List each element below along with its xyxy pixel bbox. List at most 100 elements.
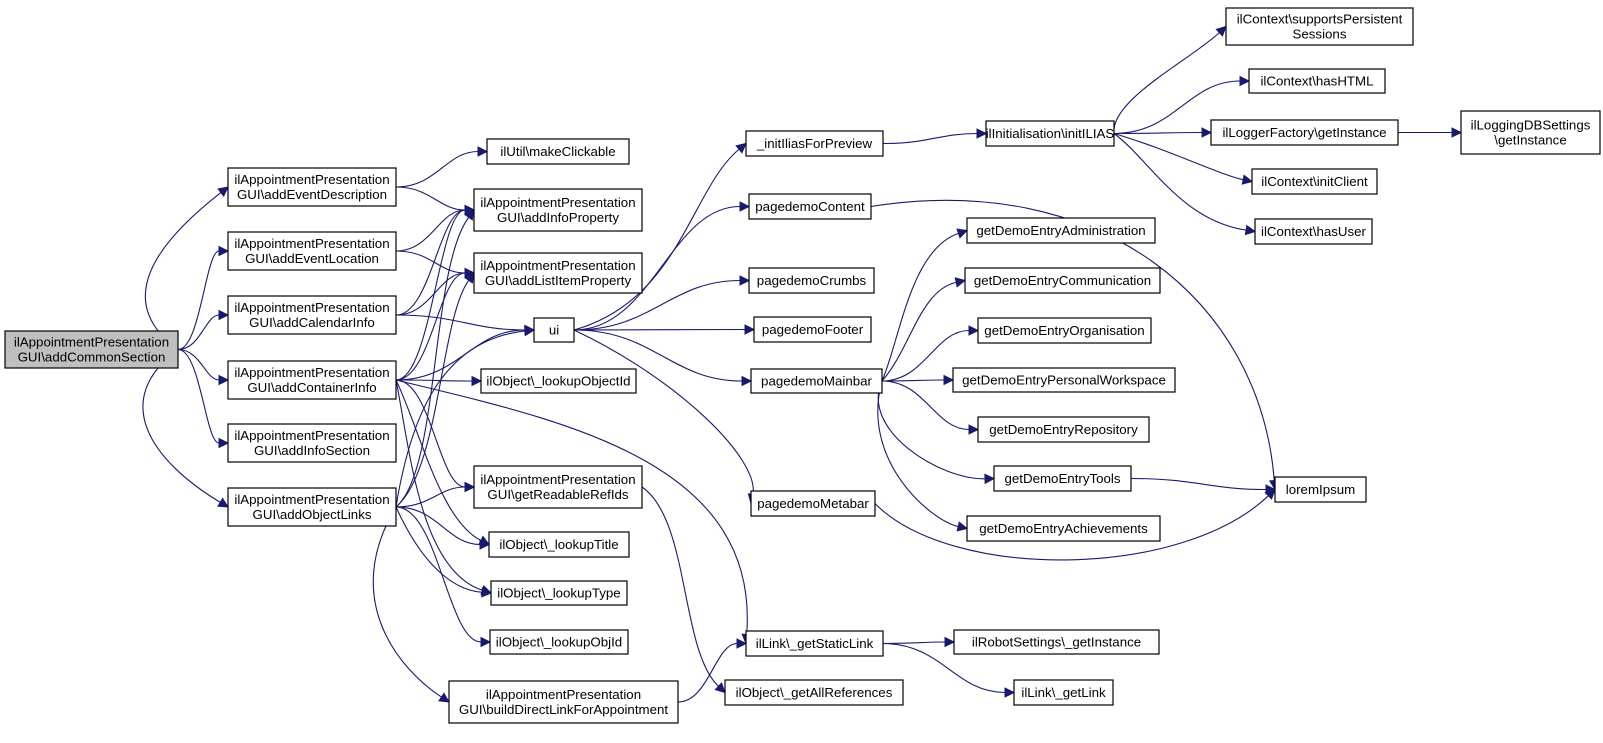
node-getDemoEntryTools[interactable]: getDemoEntryTools bbox=[993, 465, 1132, 492]
edge-line bbox=[395, 186, 466, 211]
node-label: GUI\addInfoProperty bbox=[497, 210, 619, 225]
node-initIliasForPreview[interactable]: _initIliasForPreview bbox=[745, 130, 884, 157]
arrowhead bbox=[739, 275, 751, 286]
node-hasUser[interactable]: ilContext\hasUser bbox=[1254, 218, 1373, 245]
edge-line bbox=[395, 272, 466, 381]
node-getStaticLink[interactable]: ilLink\_getStaticLink bbox=[745, 630, 884, 657]
arrowhead bbox=[217, 497, 229, 508]
edge-initILIAS-to-hasUser bbox=[1113, 133, 1257, 236]
node-addObjectLinks[interactable]: ilAppointmentPresentationGUI\addObjectLi… bbox=[227, 487, 397, 527]
node-pagedemoMetabar[interactable]: pagedemoMetabar bbox=[750, 490, 876, 517]
node-getLink[interactable]: ilLink\_getLink bbox=[1013, 679, 1114, 706]
node-box bbox=[227, 295, 397, 335]
node-lookupObjectId[interactable]: ilObject\_lookupObjectId bbox=[480, 368, 637, 394]
edge-line bbox=[573, 148, 740, 331]
node-getDemoEntryPersonalWorkspace[interactable]: getDemoEntryPersonalWorkspace bbox=[952, 367, 1176, 393]
edge-addContainerInfo-to-lookupObjectId bbox=[395, 375, 483, 387]
arrowhead bbox=[1239, 75, 1251, 87]
node-getDemoEntryAchievements[interactable]: getDemoEntryAchievements bbox=[966, 515, 1161, 542]
node-initILIAS[interactable]: ilInitialisation\initILIAS bbox=[985, 120, 1115, 147]
node-label: loremIpsum bbox=[1286, 482, 1355, 497]
node-lookupTitle[interactable]: ilObject\_lookupTitle bbox=[488, 531, 630, 558]
edge-line bbox=[641, 486, 719, 687]
node-getAllReferences[interactable]: ilObject\_getAllReferences bbox=[724, 679, 904, 706]
edge-line bbox=[573, 328, 746, 331]
node-root[interactable]: ilAppointmentPresentationGUI\addCommonSe… bbox=[4, 330, 179, 369]
edge-root-to-addInfoSection bbox=[177, 348, 230, 449]
edge-line bbox=[395, 250, 466, 274]
edge-getReadableRefIds-to-getAllReferences bbox=[641, 486, 726, 694]
edge-addObjectLinks-to-ui bbox=[395, 325, 536, 508]
node-ui[interactable]: ui bbox=[533, 317, 575, 343]
node-label: ilInitialisation\initILIAS bbox=[986, 126, 1115, 141]
edge-line bbox=[142, 349, 221, 503]
node-getDemoEntryRepository[interactable]: getDemoEntryRepository bbox=[977, 416, 1150, 443]
node-loggingGetInstance[interactable]: ilLoggingDBSettings\getInstance bbox=[1460, 110, 1601, 155]
node-initClient[interactable]: ilContext\initClient bbox=[1251, 168, 1378, 195]
node-addInfoProperty[interactable]: ilAppointmentPresentationGUI\addInfoProp… bbox=[473, 188, 643, 232]
node-lookupObjId[interactable]: ilObject\_lookupObjId bbox=[489, 629, 629, 655]
node-addEventLocation[interactable]: ilAppointmentPresentationGUI\addEventLoc… bbox=[227, 231, 397, 271]
edge-line bbox=[1113, 80, 1241, 135]
node-label: getDemoEntryAdministration bbox=[976, 223, 1145, 238]
node-pagedemoFooter[interactable]: pagedemoFooter bbox=[753, 316, 872, 343]
edge-pagedemoMainbar-to-getDemoEntryTools bbox=[877, 380, 996, 485]
edge-initILIAS-to-loggerGetInstance bbox=[1113, 127, 1213, 138]
node-addCalendarInfo[interactable]: ilAppointmentPresentationGUI\addCalendar… bbox=[227, 295, 397, 335]
node-buildDirectLink[interactable]: ilAppointmentPresentationGUI\buildDirect… bbox=[448, 680, 679, 724]
edge-line bbox=[677, 642, 738, 703]
node-makeClickable[interactable]: ilUtil\makeClickable bbox=[486, 138, 630, 165]
edge-line bbox=[395, 150, 479, 188]
node-getDemoEntryAdministration[interactable]: getDemoEntryAdministration bbox=[966, 217, 1156, 244]
node-loremIpsum[interactable]: loremIpsum bbox=[1274, 476, 1367, 503]
node-loggerGetInstance[interactable]: ilLoggerFactory\getInstance bbox=[1210, 119, 1399, 146]
node-box bbox=[977, 416, 1150, 443]
node-box bbox=[473, 252, 643, 294]
edge-pagedemoMainbar-to-getDemoEntryAchievements bbox=[877, 380, 969, 532]
node-label: ilUtil\makeClickable bbox=[500, 144, 615, 159]
node-label: ilAppointmentPresentation bbox=[234, 300, 389, 315]
node-label: pagedemoFooter bbox=[762, 322, 864, 337]
edge-ui-to-pagedemoMainbar bbox=[573, 329, 753, 387]
node-lookupType[interactable]: ilObject\_lookupType bbox=[490, 580, 628, 606]
edge-pagedemoMainbar-to-getDemoEntryOrganisation bbox=[881, 325, 980, 382]
node-pagedemoContent[interactable]: pagedemoContent bbox=[748, 193, 872, 220]
node-pagedemoMainbar[interactable]: pagedemoMainbar bbox=[750, 368, 883, 394]
node-box bbox=[750, 368, 883, 394]
edge-addCalendarInfo-to-addInfoProperty bbox=[395, 204, 476, 316]
edge-line bbox=[573, 329, 743, 382]
edge-getStaticLink-to-getLink bbox=[882, 642, 1016, 698]
node-label: ilLoggingDBSettings bbox=[1471, 118, 1591, 133]
edge-addEventDescription-to-makeClickable bbox=[395, 146, 489, 188]
node-robotGetInstance[interactable]: ilRobotSettings\_getInstance bbox=[953, 629, 1160, 655]
node-label: getDemoEntryPersonalWorkspace bbox=[962, 373, 1166, 388]
node-label: ilAppointmentPresentation bbox=[234, 365, 389, 380]
arrowhead bbox=[744, 324, 756, 335]
edge-line bbox=[573, 279, 741, 331]
node-addEventDescription[interactable]: ilAppointmentPresentationGUI\addEventDes… bbox=[227, 167, 397, 207]
edge-initILIAS-to-initClient bbox=[1113, 132, 1254, 185]
node-getReadableRefIds[interactable]: ilAppointmentPresentationGUI\getReadable… bbox=[473, 465, 643, 509]
node-label: GUI\addInfoSection bbox=[254, 443, 370, 458]
arrowhead bbox=[956, 228, 969, 239]
node-addListItemProperty[interactable]: ilAppointmentPresentationGUI\addListItem… bbox=[473, 252, 643, 294]
node-pagedemoCrumbs[interactable]: pagedemoCrumbs bbox=[748, 267, 875, 294]
node-box bbox=[1251, 168, 1378, 195]
node-label: pagedemoCrumbs bbox=[757, 273, 867, 288]
edge-line bbox=[870, 199, 1275, 481]
edge-line bbox=[177, 250, 220, 351]
node-label: pagedemoContent bbox=[755, 199, 865, 214]
node-label: ilAppointmentPresentation bbox=[234, 428, 389, 443]
node-getDemoEntryOrganisation[interactable]: getDemoEntryOrganisation bbox=[977, 317, 1152, 344]
node-box bbox=[993, 465, 1132, 492]
node-hasHTML[interactable]: ilContext\hasHTML bbox=[1248, 68, 1386, 94]
edge-addObjectLinks-to-lookupTitle bbox=[395, 506, 491, 550]
arrowhead bbox=[481, 587, 493, 598]
arrowhead bbox=[217, 186, 229, 198]
node-label: ilAppointmentPresentation bbox=[234, 492, 389, 507]
node-label: ilObject\_lookupTitle bbox=[499, 537, 618, 552]
node-getDemoEntryCommunication[interactable]: getDemoEntryCommunication bbox=[964, 267, 1161, 294]
node-addInfoSection[interactable]: ilAppointmentPresentationGUI\addInfoSect… bbox=[227, 423, 397, 463]
node-addContainerInfo[interactable]: ilAppointmentPresentationGUI\addContaine… bbox=[227, 360, 397, 400]
